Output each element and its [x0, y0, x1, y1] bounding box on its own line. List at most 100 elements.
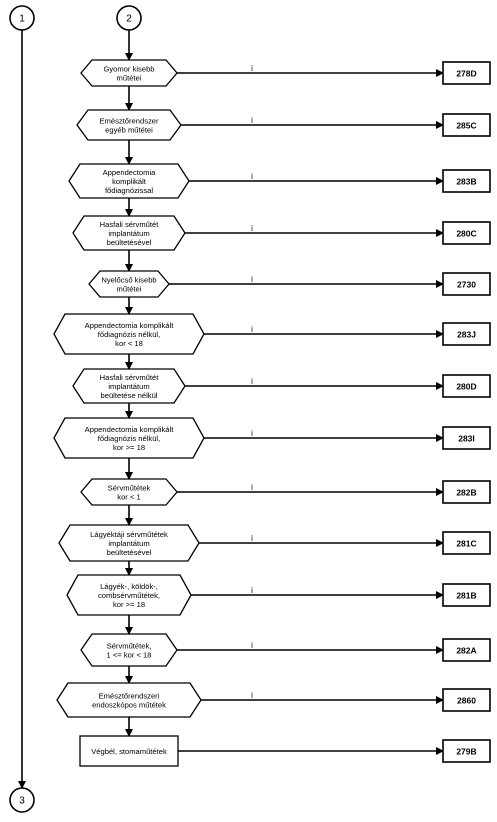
- flow-step-10[interactable]: Lágyéktáji sérvműtétekimplantátumbeültet…: [58, 524, 491, 576]
- step-label-line: Gyomor kisebb: [103, 65, 154, 74]
- result-box: [442, 531, 491, 555]
- step-label-line: beültetésével: [107, 238, 152, 247]
- result-box: [442, 374, 491, 398]
- result-code: 283J: [457, 330, 476, 340]
- step-label-line: Lágyéktáji sérvműtétek: [90, 530, 168, 539]
- connector-1-label: 1: [19, 14, 25, 25]
- step-label-line: beültetésével: [107, 548, 152, 557]
- connector-3-circle: [9, 787, 35, 813]
- branch-label: i: [251, 641, 253, 650]
- result-box: [442, 322, 491, 346]
- branch-label: i: [251, 534, 253, 543]
- step-label-line: Sérvműtétek,: [107, 642, 152, 651]
- branch-label: i: [251, 275, 253, 284]
- step-label-line: kor < 18: [115, 339, 143, 348]
- branch-label: i: [251, 64, 253, 73]
- connector-3-label: 3: [19, 796, 25, 807]
- step-label-line: kor >= 18: [113, 443, 145, 452]
- result-code: 279B: [456, 747, 476, 757]
- result-box: [442, 739, 491, 763]
- step-label-line: fődiagnózis nélkül,: [98, 434, 160, 443]
- step-label-line: implantátum: [108, 229, 149, 238]
- branch-label: i: [251, 224, 253, 233]
- step-label-line: implantátum: [108, 539, 149, 548]
- flow-step-12[interactable]: Sérvműtétek,1 <= kor < 18 i 282A: [80, 633, 491, 684]
- result-box: [442, 480, 491, 504]
- step-label-line: műtétei: [117, 285, 142, 294]
- connector-3[interactable]: 3: [9, 787, 35, 813]
- step-label-line: Appendectomia: [103, 168, 157, 177]
- branch-label: i: [251, 172, 253, 181]
- step-label-line: Hasfali sérvműtét: [100, 373, 160, 382]
- result-code: 285C: [456, 121, 476, 131]
- result-code: 282B: [456, 488, 476, 498]
- step-label-line: Lágyék-, köldök-,: [100, 582, 158, 591]
- result-box: [442, 113, 491, 137]
- branch-label: i: [251, 483, 253, 492]
- result-box: [442, 638, 491, 662]
- result-code: 283I: [458, 434, 475, 444]
- connector-2[interactable]: 2: [116, 5, 142, 31]
- result-code: 2730: [457, 280, 476, 290]
- result-box: [442, 169, 491, 193]
- step-label-line: fődiagnózissal: [105, 186, 153, 195]
- flow-step-11[interactable]: Lágyék-, köldök-,combsérvműtétek,kor >= …: [66, 574, 491, 635]
- branch-label: i: [251, 377, 253, 386]
- branch-label: i: [251, 429, 253, 438]
- result-box: [442, 426, 491, 450]
- step-label-line: Emésztőrendszeri: [99, 692, 160, 701]
- step-label-line: Nyelőcső kisebb: [101, 276, 156, 285]
- result-box: [442, 61, 491, 85]
- step-label-line: fődiagnózis nélkül,: [98, 330, 160, 339]
- connector-1-circle: [9, 5, 35, 31]
- result-box: [442, 272, 491, 296]
- step-label-line: Emésztőrendszer: [99, 117, 159, 126]
- step-label-line: implantátum: [108, 382, 149, 391]
- branch-label: i: [251, 586, 253, 595]
- step-label-line: beültetése nélkül: [101, 391, 158, 400]
- result-code: 283B: [456, 177, 476, 187]
- step-label-line: Sérvműtétek: [108, 484, 151, 493]
- step-label-line: műtétei: [117, 74, 142, 83]
- step-label-line: Hasfali sérvműtét: [100, 220, 160, 229]
- result-code: 2860: [457, 696, 476, 706]
- result-box: [442, 221, 491, 245]
- connector-2-label: 2: [126, 14, 132, 25]
- step-label-line: Végbél, stomaműtétek: [91, 747, 167, 756]
- step-label-line: kor < 1: [117, 493, 140, 502]
- result-code: 280D: [456, 382, 476, 392]
- connector-1[interactable]: 1: [9, 5, 35, 31]
- result-code: 278D: [456, 69, 476, 79]
- step-label-line: egyéb műtétei: [105, 126, 153, 135]
- branch-label: i: [251, 116, 253, 125]
- result-code: 280C: [456, 229, 476, 239]
- step-label-line: kor >= 18: [113, 600, 145, 609]
- step-label-line: combsérvműtétek,: [98, 591, 160, 600]
- branch-label: i: [251, 325, 253, 334]
- flow-step-4[interactable]: Hasfali sérvműtétimplantátumbeültetéséve…: [72, 215, 491, 272]
- step-label-line: komplikált: [112, 177, 147, 186]
- result-box: [442, 583, 491, 607]
- result-code: 282A: [456, 646, 476, 656]
- result-code: 281B: [456, 591, 476, 601]
- result-code: 281C: [456, 539, 476, 549]
- step-label-line: 1 <= kor < 18: [107, 651, 152, 660]
- step-label-line: Appendectomia komplikált: [85, 321, 175, 330]
- result-box: [442, 688, 491, 712]
- step-label-line: endoszkópos műtétek: [92, 701, 166, 710]
- branch-label: i: [251, 691, 253, 700]
- flow-step-14[interactable]: Végbél, stomaműtétek 279B: [79, 735, 491, 767]
- step-label-line: Appendectomia komplikált: [85, 425, 175, 434]
- process-box: [79, 735, 179, 767]
